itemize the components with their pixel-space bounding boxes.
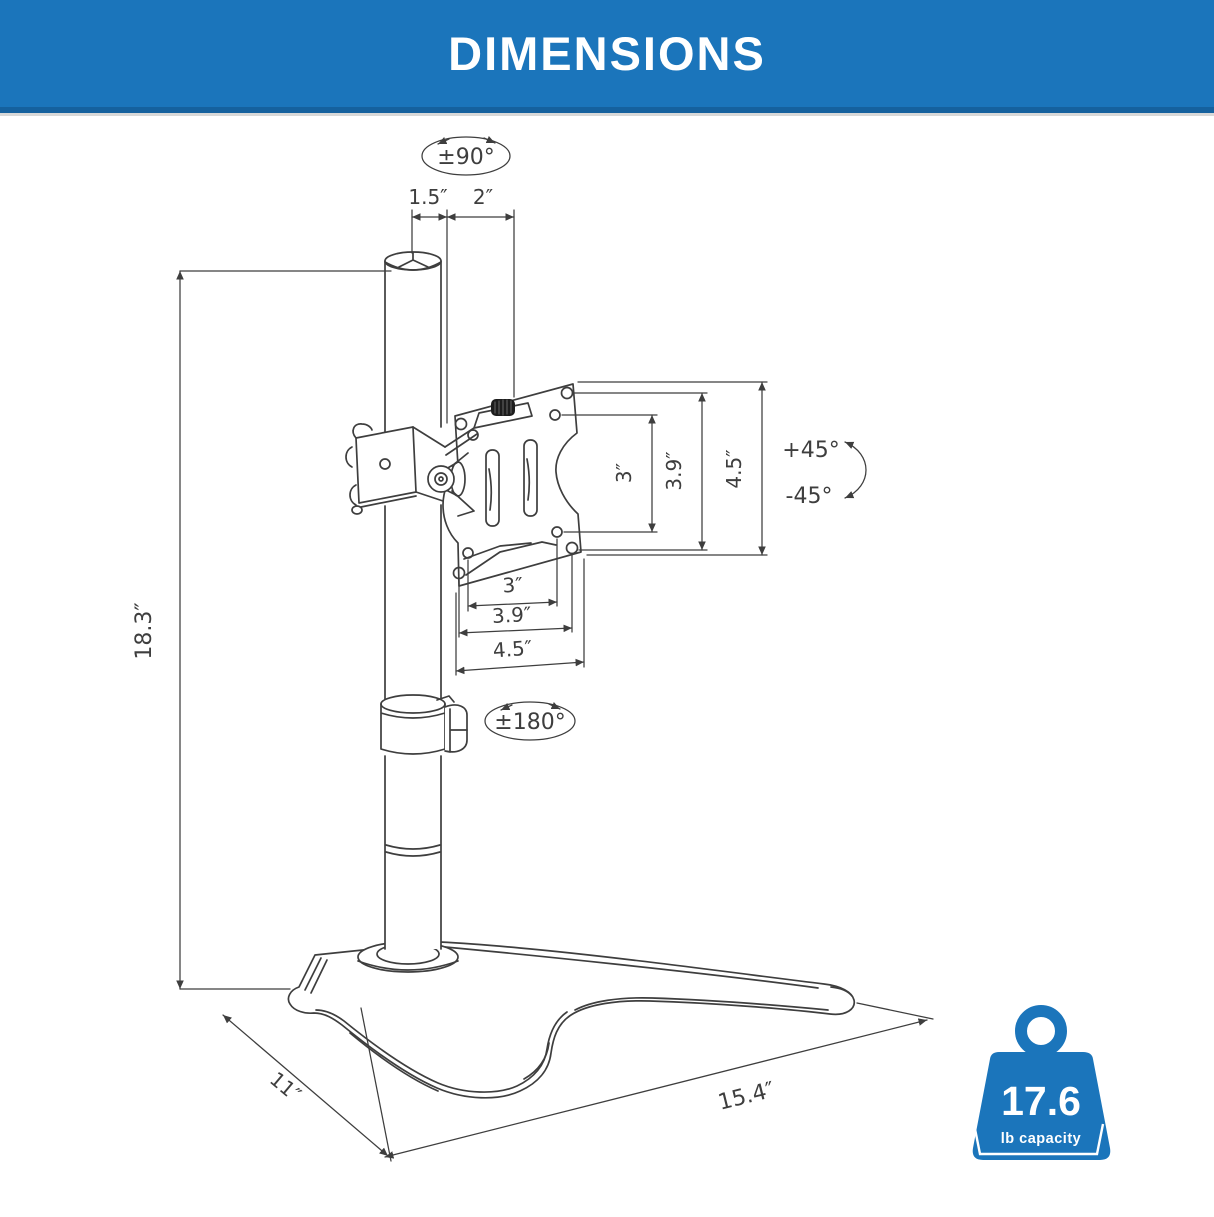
dim-tilt: +45° -45°: [782, 438, 867, 509]
dim-base: 11″ 15.4″: [222, 1002, 934, 1162]
vesa-hole: [565, 541, 579, 555]
vesa-plate-drawing: [442, 383, 582, 587]
page-header: DIMENSIONS: [0, 0, 1214, 113]
pole-joint-seams: [385, 844, 441, 857]
dim-head-rotation: ±90°: [421, 136, 511, 176]
dim-stand-height: 18.3″: [132, 270, 392, 990]
pivot-knob: [427, 465, 455, 493]
clamp-screw: [351, 505, 363, 515]
clamp-side-caps: [345, 423, 373, 506]
swivel-label: ±180°: [494, 710, 565, 735]
capacity-value: 17.6: [1001, 1078, 1081, 1124]
tilt-up-label: +45°: [782, 438, 839, 463]
capacity-unit-label: lb capacity: [1001, 1131, 1081, 1147]
tilt-down-label: -45°: [786, 484, 833, 509]
vesa-h-75-label: 3″: [502, 572, 523, 597]
stand-height-label: 18.3″: [132, 602, 157, 659]
vesa-h-plate-label: 4.5″: [492, 636, 533, 663]
dim-vesa-horizontal: 3″ 3.9″ 4.5″: [455, 538, 585, 676]
dim-swivel: ±180°: [484, 701, 576, 741]
vesa-v-75-label: 3″: [612, 463, 636, 483]
vesa-hole: [467, 429, 479, 441]
vesa-slot: [523, 439, 538, 517]
pivot-joint-drawing: [427, 452, 475, 517]
pole-clamp-drawing: [345, 423, 447, 515]
monitor-stand-dimension-diagram: ±90° 1.5″ 2″ 18.3″ 3″ 3.9″ 4.5″: [132, 136, 1111, 1162]
pole-drawing: [384, 251, 442, 950]
vesa-v-plate-label: 4.5″: [722, 449, 746, 488]
vesa-v-100-label: 3.9″: [662, 451, 686, 490]
weight-ring-icon: [1015, 1005, 1067, 1057]
base-back-chamfer: [444, 946, 819, 989]
base-width-label: 15.4″: [716, 1078, 778, 1116]
base-depth-label: 11″: [265, 1067, 306, 1107]
vesa-hole: [452, 566, 466, 580]
base-drawing: [287, 941, 856, 1099]
clamp-hole: [379, 458, 391, 470]
base-right-rim: [574, 986, 853, 1011]
base-bevel-lines: [304, 957, 328, 994]
weight-capacity-badge: 17.6 lb capacity: [972, 1005, 1111, 1160]
vesa-hole: [454, 417, 468, 431]
dim-pole-width-offset: 1.5″ 2″: [408, 185, 515, 424]
vesa-stamp-lines: [463, 541, 557, 576]
weight-inner-outline: [972, 1123, 1105, 1156]
cable-clip-drawing: [380, 694, 468, 755]
page-title: DIMENSIONS: [448, 27, 766, 80]
base-front-rim: [315, 1009, 568, 1093]
dim-vesa-vertical: 3″ 3.9″ 4.5″: [561, 381, 768, 556]
head-rotation-label: ±90°: [437, 145, 494, 170]
head-offset-label: 2″: [473, 185, 493, 209]
base-heel-rim: [349, 1032, 550, 1092]
base-collar-skirt: [357, 960, 459, 971]
pole-width-label: 1.5″: [408, 185, 447, 209]
vesa-hole: [560, 386, 574, 400]
header-divider: [0, 113, 1214, 116]
vesa-hole: [549, 409, 561, 421]
weight-body-icon: [972, 1052, 1111, 1160]
vesa-slot: [485, 449, 500, 527]
pole-cap-seams: [398, 252, 429, 268]
vesa-h-100-label: 3.9″: [491, 602, 531, 628]
vesa-hole: [551, 526, 563, 538]
